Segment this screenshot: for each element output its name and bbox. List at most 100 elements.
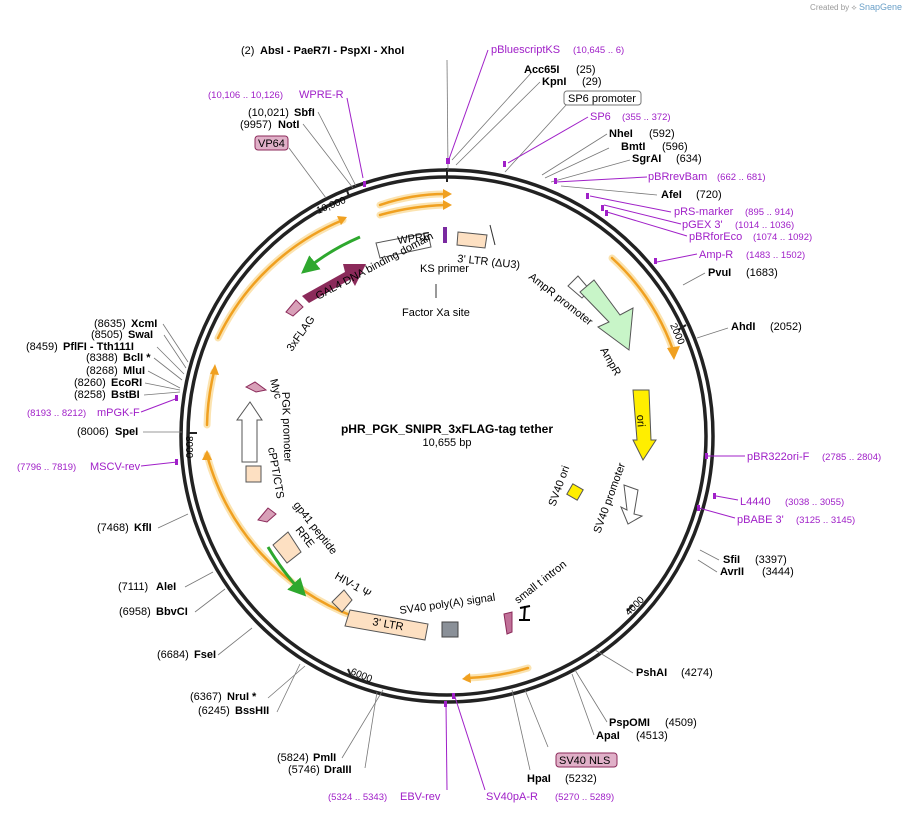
snapgene-credit: Created by ⟡ SnapGene [810,2,902,13]
myc-label: Myc [267,378,284,401]
site-bcli: BclI * [123,352,151,364]
site-kfli: KflI [134,522,152,534]
site-nhei: NheI [609,128,633,140]
backbone-inner [186,175,708,697]
primer-pbrrevbam: pBRrevBam [648,171,707,183]
site-xhoi-pos: (2) [241,45,254,57]
pgk-promoter-label: PGK promoter [279,392,293,463]
primer-pbr322ori-f: pBR322ori-F [747,451,810,463]
primer-sp6: SP6 [590,111,611,123]
primer-l4440-range: (3038 .. 3055) [785,497,844,508]
sv40-ori-feature [566,483,584,501]
ks-primer-label: KS primer [420,263,469,275]
primer-l4440: L4440 [740,496,771,508]
site-ahdi-pos: (2052) [770,321,802,333]
site-pmli: PmlI [313,752,336,764]
primer-mscv-rev-range: (7796 .. 7819) [17,462,76,473]
primer-marks [175,158,716,707]
site-nrui-pos: (6367) [190,691,222,703]
site-alei-pos: (7111) [118,581,148,593]
ltr3-label: 3' LTR [371,616,404,633]
orf-arcs [203,190,677,682]
site-spei-pos: (8006) [77,426,109,438]
primer-wpre-r-range: (10,106 .. 10,126) [208,90,283,101]
site-fsei: FseI [194,649,216,661]
site-apai: ApaI [596,730,620,742]
site-mlui: MluI [123,365,145,377]
cppt-feature [245,465,262,483]
site-swai: SwaI [128,329,153,341]
primer-pbrrevbam-range: (662 .. 681) [717,172,766,183]
primer-lines [140,49,745,791]
site-alei: AleI [156,581,176,593]
tick-label-8000: 8000 [183,436,194,459]
site-acc65i: Acc65I [524,64,559,76]
primer-ebv-rev: EBV-rev [400,791,441,803]
gp41-feature [257,507,277,523]
primer-sv40pa-r: SV40pA-R [486,791,538,803]
sv40-promoter-label: SV40 promoter [592,461,629,535]
ltr3-feature [344,609,429,641]
site-xhoi: AbsI - PaeR7I - PspXI - XhoI [260,45,404,57]
small-t-marker [503,611,513,635]
sv40-polya-feature [441,621,459,638]
site-pflfi: PflFI - Tth111I [63,341,134,353]
primer-pbrforeco-range: (1074 .. 1092) [753,232,812,243]
ampr-label: AmpR [597,346,623,379]
site-fsei-pos: (6684) [157,649,189,661]
site-pmli-pos: (5824) [277,752,309,764]
primer-sv40pa-r-range: (5270 .. 5289) [555,792,614,803]
orf-arrowheads [202,189,680,683]
plasmid-length: 10,655 bp [423,437,472,449]
ks-primer-mark [443,227,447,243]
site-xcmi: XcmI [131,318,157,330]
site-bstbi: BstBI [111,389,140,401]
site-hpai-pos: (5232) [565,773,597,785]
site-afei-pos: (720) [696,189,722,201]
ampr-promoter-label: AmpR promoter [526,271,595,328]
rre-feature [272,531,302,564]
primer-amp-r-range: (1483 .. 1502) [746,250,805,261]
site-pspomi: PspOMI [609,717,650,729]
site-bsshii-pos: (6245) [198,705,230,717]
primer-pbluescriptks-range: (10,645 .. 6) [573,45,624,56]
ori-label: ori [634,414,647,427]
tick-marks [189,168,687,677]
credit-prefix: Created by [810,3,850,12]
primer-pbabe3-range: (3125 .. 3145) [796,515,855,526]
green-arrow-top [301,235,361,274]
site-bbvci-pos: (6958) [119,606,151,618]
site-mlui-pos: (8268) [86,365,118,377]
gal4-arrow [302,264,366,303]
primer-sp6-range: (355 .. 372) [622,112,671,123]
site-spei: SpeI [115,426,138,438]
ltr-du3-feature [456,231,488,249]
primer-amp-r: Amp-R [699,249,733,261]
ampr-feature [579,279,634,351]
sp6-promoter-box [563,90,642,106]
wpre-feature [375,232,432,259]
primer-pgex3-range: (1014 .. 1036) [735,220,794,231]
site-kpni-pos: (29) [582,76,602,88]
site-sgrai: SgrAI [632,153,661,165]
primer-pbluescriptks: pBluescriptKS [491,44,560,56]
sv40-ori-label: SV40 ori [547,464,573,508]
site-noti-pos: (9957) [240,119,272,131]
primer-mscv-rev: MSCV-rev [90,461,141,473]
sv40-promoter-feature [620,484,644,525]
sp6-promoter-label: SP6 promoter [568,93,636,105]
snapgene-logo-icon: ⟡ [851,3,857,12]
site-sbfi-pos: (10,021) [248,107,289,119]
site-avrii-pos: (3444) [762,566,794,578]
site-swai-pos: (8505) [91,329,123,341]
site-kfli-pos: (7468) [97,522,129,534]
site-draiii-pos: (5746) [288,764,320,776]
credit-brand: SnapGene [858,2,902,12]
sv40-nls-label: SV40 NLS [559,755,610,767]
site-bmti-pos: (596) [662,141,688,153]
leader-lines [143,59,729,771]
hiv-psi-feature [331,589,353,613]
site-sgrai-pos: (634) [676,153,702,165]
primer-pbabe3: pBABE 3' [737,514,784,526]
